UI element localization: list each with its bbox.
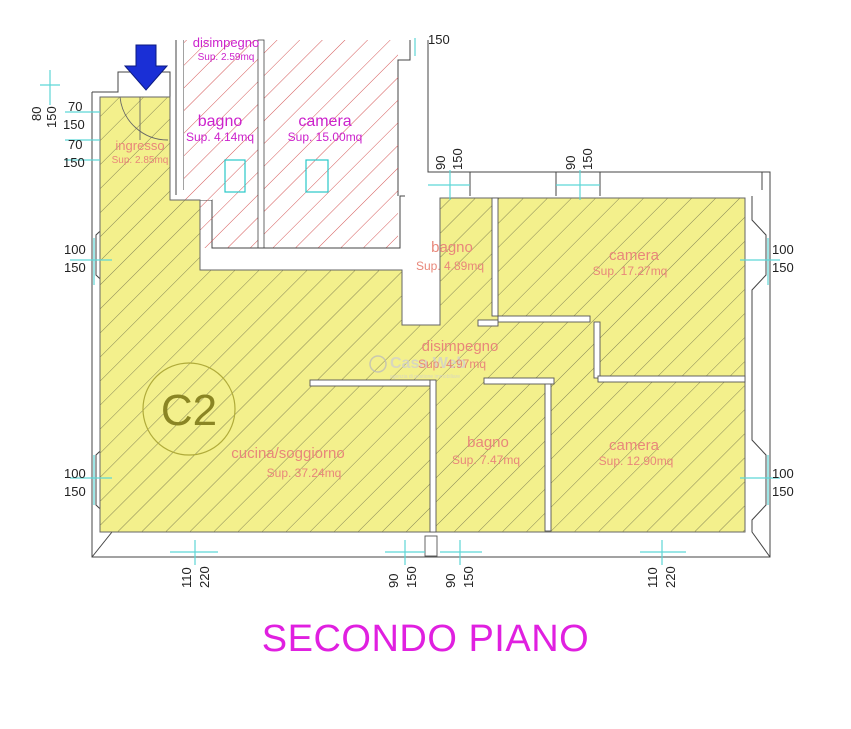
dim-right-150a: 150: [772, 260, 794, 275]
entry-arrow-icon: [123, 44, 169, 91]
room-name-ingresso: ingresso: [115, 138, 164, 153]
room-name-disimpegno: disimpegno: [422, 338, 499, 355]
dim-top-150a: 150: [450, 148, 465, 170]
room-area-disimpegno: Sup. 4.97mq: [418, 357, 486, 371]
dim-bottom-90b: 90: [443, 574, 458, 588]
dim-bottom-150b: 150: [461, 566, 476, 588]
room-area-bagno-low: Sup. 7.47mq: [452, 453, 520, 467]
dim-left-150d: 150: [64, 260, 86, 275]
dim-bottom-110b: 110: [645, 567, 660, 588]
interior-walls: [309, 197, 746, 557]
room-name-camera-low: camera: [609, 437, 660, 454]
window-markers: [40, 38, 780, 565]
dim-right-100a: 100: [772, 242, 794, 257]
room-area-disimpegno-top: Sup. 2.59mq: [198, 52, 255, 63]
dim-right-150b: 150: [772, 484, 794, 499]
dim-left-150e: 150: [64, 484, 86, 499]
room-area-ingresso: Sup. 2.85mq: [112, 155, 169, 166]
door-swings: [119, 96, 169, 141]
dim-left-80: 80: [29, 107, 44, 121]
dim-left-150c: 150: [63, 155, 85, 170]
dim-bottom-220b: 220: [663, 566, 678, 588]
dim-left-150a: 150: [44, 106, 59, 128]
floor-title: SECONDO PIANO: [261, 618, 590, 660]
watermark: Casa Web agenzia di gestione immobiliare: [369, 355, 466, 380]
room-name-camera-right: camera: [609, 247, 660, 264]
room-name-camera-top: camera: [298, 113, 351, 130]
dim-left-100a: 100: [64, 242, 86, 257]
room-name-bagno-low: bagno: [467, 434, 509, 451]
room-area-bagno-mid: Sup. 4.89mq: [416, 259, 484, 273]
unit-label: C2: [161, 386, 217, 435]
unit-badge: C2: [142, 362, 236, 456]
dim-left-70a: 70: [68, 99, 82, 114]
room-name-disimpegno-top: disimpegno: [193, 35, 260, 50]
room-area-camera-top: Sup. 15.00mq: [288, 130, 363, 144]
room-area-camera-right: Sup. 17.27mq: [593, 264, 668, 278]
dim-top-90a: 90: [433, 156, 448, 170]
room-area-cucina: Sup. 37.24mq: [267, 466, 342, 480]
dim-bottom-220a: 220: [197, 566, 212, 588]
room-area-camera-low: Sup. 12.90mq: [599, 454, 674, 468]
dim-top-90b: 90: [563, 156, 578, 170]
watermark-brand: Casa Web: [390, 355, 466, 372]
dim-right-100b: 100: [772, 466, 794, 481]
dim-bottom-90a: 90: [386, 574, 401, 588]
dim-left-100b: 100: [64, 466, 86, 481]
room-name-bagno-mid: bagno: [431, 239, 473, 256]
dim-left-150b: 150: [63, 117, 85, 132]
dim-bottom-110a: 110: [179, 567, 194, 588]
dim-top-150b: 150: [580, 148, 595, 170]
dim-bottom-150a: 150: [404, 566, 419, 588]
unit-c2-area: [99, 96, 746, 533]
watermark-tagline: agenzia di gestione immobiliare: [390, 374, 460, 380]
room-area-bagno-top: Sup. 4.14mq: [186, 130, 254, 144]
room-name-cucina: cucina/soggiorno: [231, 445, 344, 462]
room-labels: disimpegno Sup. 2.59mq bagno Sup. 4.14mq…: [112, 35, 674, 480]
dim-left-70b: 70: [68, 137, 82, 152]
common-area: [184, 39, 400, 249]
dimension-labels: 150 80 150 70 150 70 150 90 150 90 150 1…: [29, 32, 794, 588]
dim-top-right: 150: [428, 32, 450, 47]
room-name-bagno-top: bagno: [198, 113, 243, 130]
